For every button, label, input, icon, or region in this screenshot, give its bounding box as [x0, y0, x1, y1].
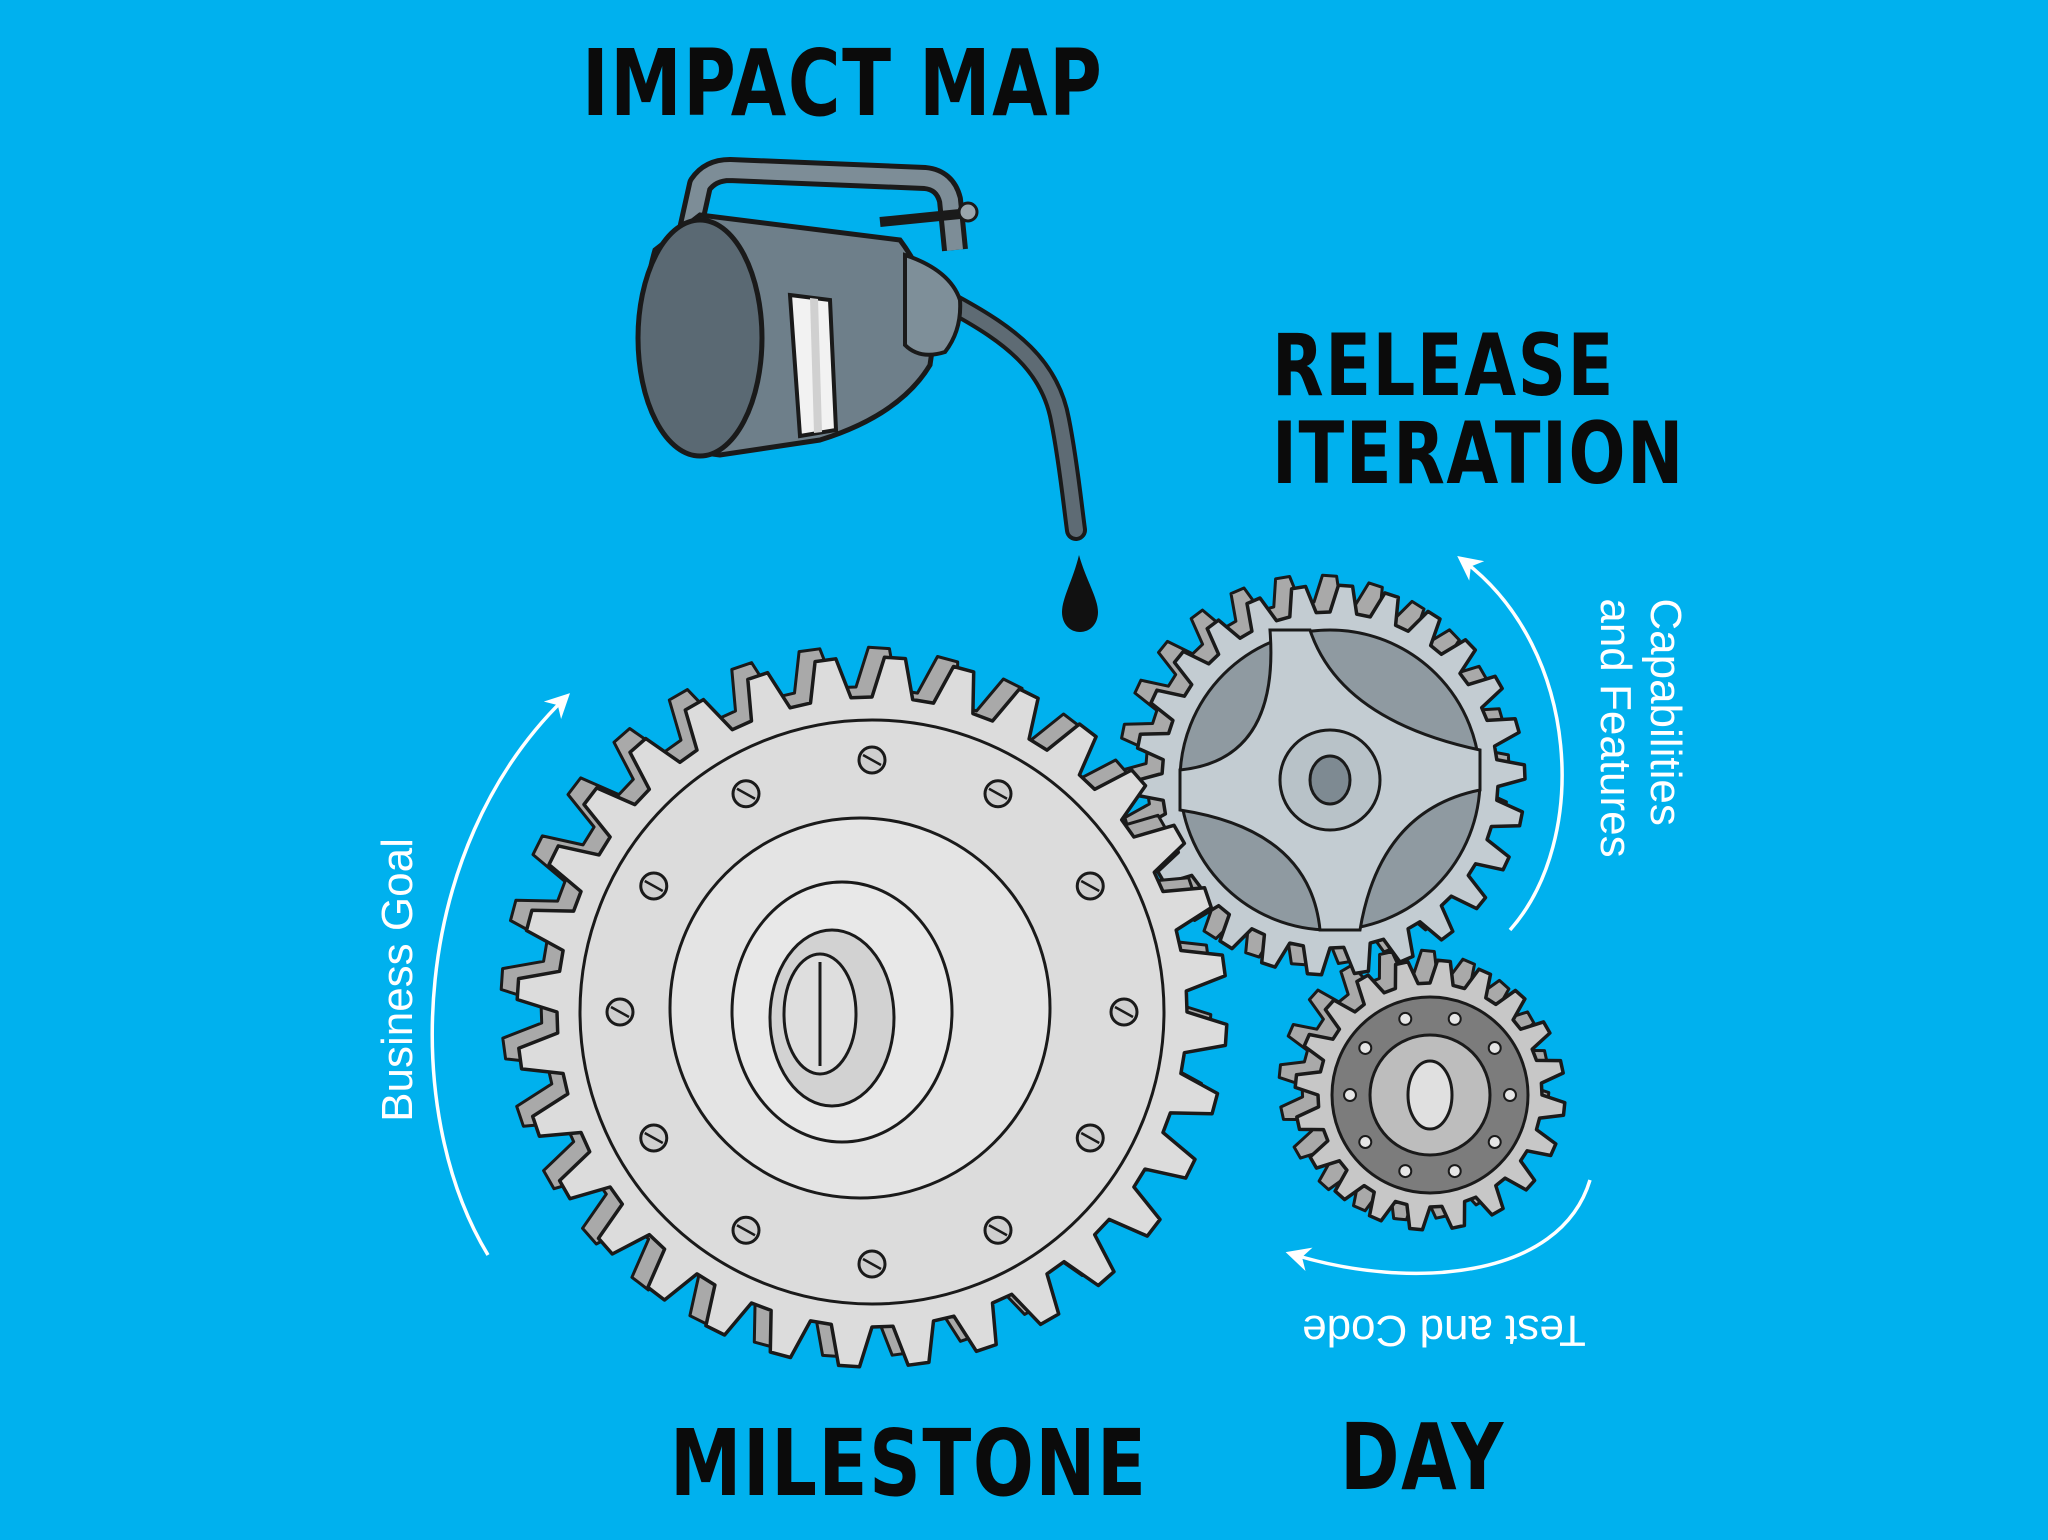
- test-and-code-label: Test and Code: [1302, 1306, 1586, 1355]
- test-and-code-arrow: [1285, 1179, 1592, 1276]
- capabilities-features-label: Capabilities and Features: [1590, 598, 1690, 857]
- gear-bolt-slot: [644, 1131, 664, 1145]
- gear-bolt: [1503, 1088, 1517, 1102]
- gear-bolt: [1447, 1011, 1462, 1026]
- gear-bolt: [1398, 1164, 1413, 1179]
- gear-bolt: [1358, 1040, 1373, 1055]
- release-iteration-title: RELEASE ITERATION: [1272, 322, 1685, 498]
- release-title-line: RELEASE: [1272, 316, 1616, 416]
- gear-bolt-slot: [862, 1257, 882, 1271]
- gear-bolt: [1343, 1088, 1357, 1102]
- gear-bolt-slot: [736, 1224, 756, 1237]
- gear-axle: [1308, 754, 1352, 806]
- iteration-title-line: ITERATION: [1272, 404, 1685, 504]
- gear-bolt-slot: [610, 1005, 630, 1019]
- gear-bolt-slot: [1080, 1131, 1100, 1145]
- gear-bolt: [1487, 1040, 1502, 1055]
- gear-bolt: [1358, 1135, 1373, 1150]
- gear-axle: [1406, 1059, 1454, 1131]
- business-goal-label: Business Goal: [373, 838, 422, 1122]
- capabilities-line: Capabilities: [1641, 598, 1690, 826]
- gear-rim: [578, 718, 1166, 1306]
- large-gear-icon: [499, 645, 1229, 1369]
- capabilities-arrow: [1457, 556, 1564, 932]
- gear-bolt-slot: [862, 753, 882, 767]
- impact-map-title: IMPACT MAP: [582, 30, 1104, 137]
- gear-bolt: [1487, 1135, 1502, 1150]
- gear-bolt: [1398, 1011, 1413, 1026]
- gear-bolt: [1447, 1164, 1462, 1179]
- features-line: and Features: [1591, 598, 1640, 858]
- oil-drop-icon: [1062, 555, 1098, 632]
- small-gear-icon: [1277, 948, 1567, 1232]
- gear-bolt-slot: [1114, 1005, 1134, 1019]
- day-title: DAY: [1340, 1404, 1505, 1511]
- medium-gear-icon: [1117, 573, 1527, 977]
- gear-bolt-slot: [1080, 879, 1100, 893]
- milestone-title: MILESTONE: [670, 1410, 1148, 1517]
- gear-bolt-slot: [736, 787, 756, 800]
- business-goal-arrow: [430, 693, 570, 1256]
- oil-can-icon: [635, 157, 1087, 541]
- gear-bolt-slot: [644, 879, 664, 893]
- gear-bolt-slot: [988, 1224, 1008, 1237]
- gear-bolt-slot: [988, 787, 1008, 800]
